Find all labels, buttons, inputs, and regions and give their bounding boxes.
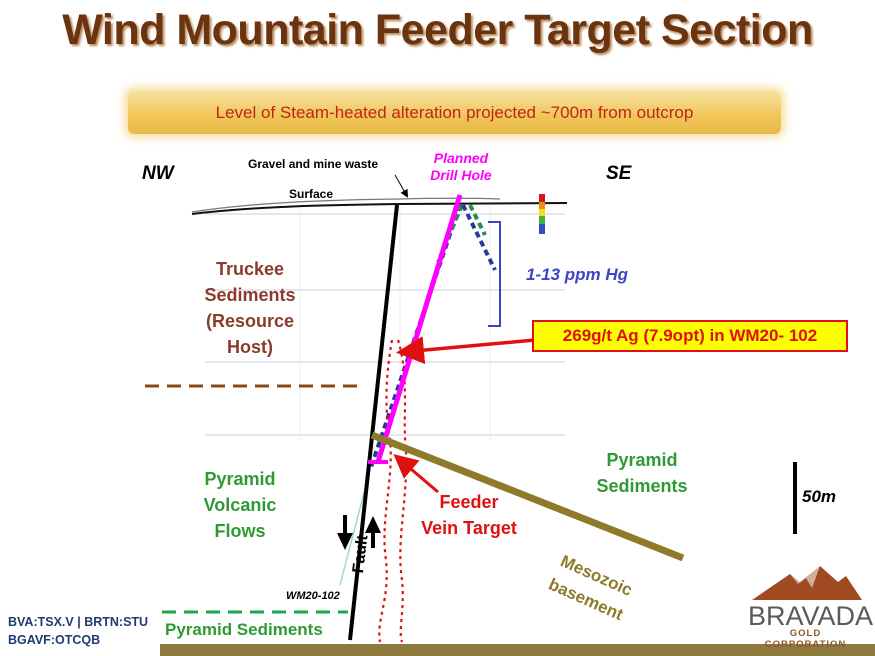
truckee-sediments-label: Truckee Sediments (Resource Host) <box>190 256 310 360</box>
logo-subtitle: GOLD CORPORATION <box>764 628 847 650</box>
gravel-pointer <box>394 174 408 198</box>
ticker-line2: BGAVF:OTCQB <box>8 633 101 647</box>
planned-line1: Planned <box>433 150 489 166</box>
pyr-sed-line2: Sediments <box>596 476 688 496</box>
truckee-line3: (Resource <box>205 311 295 331</box>
truckee-line2: Sediments <box>204 285 296 305</box>
ticker-line1: BVA:TSX.V | BRTN:STU <box>8 615 149 629</box>
fault-line <box>348 204 399 641</box>
pyramid-sediments-right-label: Pyramid Sediments <box>582 447 702 499</box>
truckee-line4: Host) <box>227 337 273 357</box>
feeder-arrow <box>393 454 439 494</box>
hole-id-label: WM20-102 <box>286 590 340 602</box>
assay-color-legend <box>539 194 545 234</box>
compass-nw: NW <box>142 163 174 184</box>
feeder-vein-outline <box>378 339 408 643</box>
assay-arrow <box>396 336 536 365</box>
compass-se: SE <box>606 163 632 184</box>
feeder-vein-label: Feeder Vein Target <box>404 489 534 541</box>
hg-label: 1-13 ppm Hg <box>526 265 629 284</box>
feeder-line2: Vein Target <box>421 518 517 538</box>
gravel-label: Gravel and mine waste <box>248 157 379 171</box>
mesozoic-boundary <box>370 431 685 562</box>
assay-text: 269g/t Ag (7.9opt) in WM20- 102 <box>562 326 818 345</box>
pyramid-volcanic-label: Pyramid Volcanic Flows <box>180 466 300 544</box>
assay-callout: 269g/t Ag (7.9opt) in WM20- 102 <box>532 320 848 352</box>
footer-bar <box>160 644 875 656</box>
planned-line2: Drill Hole <box>430 167 492 183</box>
banner-text: Level of Steam-heated alteration project… <box>215 103 694 122</box>
truckee-line1: Truckee <box>215 259 285 279</box>
page-title: Wind Mountain Feeder Target Section <box>62 6 813 54</box>
surface-label: Surface <box>289 187 334 201</box>
feeder-line1: Feeder <box>439 492 499 512</box>
bravada-logo-mountain <box>752 566 862 600</box>
pyr-sed-line1: Pyramid <box>606 450 678 470</box>
hg-bracket <box>488 221 501 327</box>
volcanic-line1: Pyramid <box>204 469 276 489</box>
planned-drill-hole <box>368 194 463 464</box>
alteration-banner: Level of Steam-heated alteration project… <box>128 91 781 134</box>
volcanic-line3: Flows <box>214 521 266 541</box>
planned-drill-hole-label: Planned Drill Hole <box>422 150 500 184</box>
pyramid-sediments-bottom-label: Pyramid Sediments <box>165 620 323 639</box>
volcanic-line2: Volcanic <box>203 495 277 515</box>
scale-label: 50m <box>802 487 837 506</box>
surface-profile <box>191 197 568 215</box>
fault-movement-arrows <box>337 515 381 550</box>
logo-name: BRAVADA <box>748 601 874 631</box>
ticker-symbols: BVA:TSX.V | BRTN:STU BGAVF:OTCQB <box>8 613 148 649</box>
